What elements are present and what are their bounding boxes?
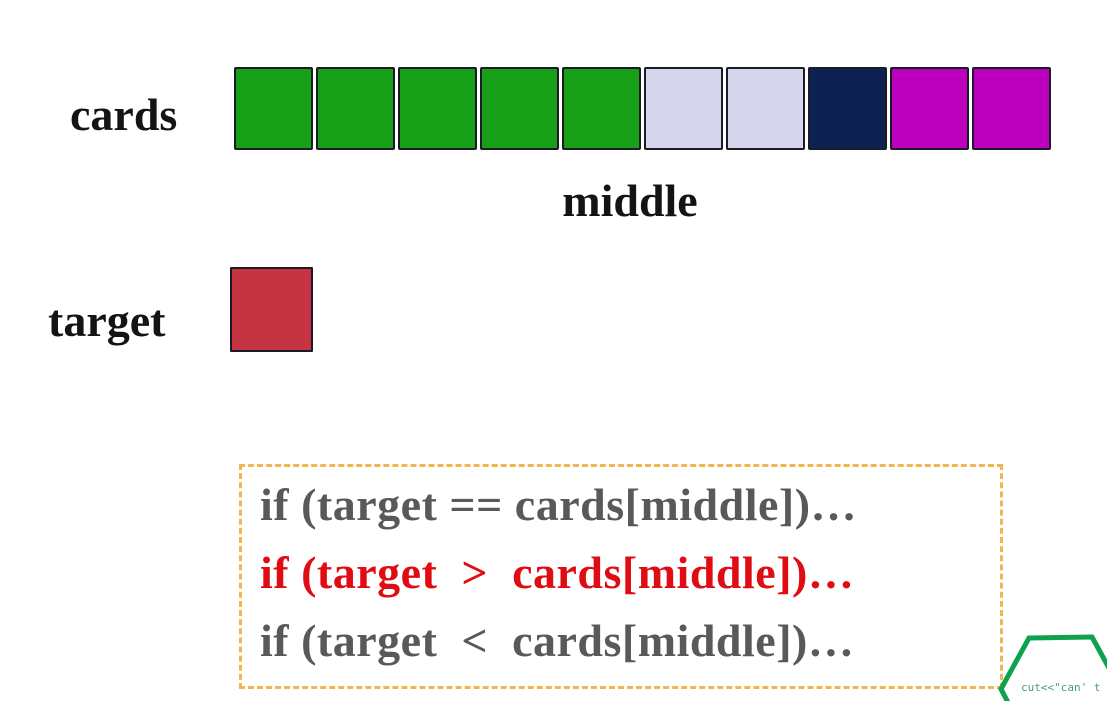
card-square-4 [562, 67, 641, 150]
code-box: if (target == cards[middle])… if (target… [239, 464, 1003, 689]
card-square-3 [480, 67, 559, 150]
card-square-7 [808, 67, 887, 150]
cards-array-label: cards [70, 89, 178, 140]
target-square [230, 267, 313, 352]
code-line-greater: if (target > cards[middle])… [260, 547, 855, 598]
cards-row [234, 67, 1051, 150]
code-line-equal: if (target == cards[middle])… [260, 479, 858, 530]
flowchart-hexagon-icon [998, 634, 1107, 701]
card-square-1 [316, 67, 395, 150]
middle-label: middle [562, 175, 698, 226]
target-label: target [48, 295, 166, 346]
card-square-6 [726, 67, 805, 150]
hexagon-shape [998, 634, 1107, 701]
card-square-5 [644, 67, 723, 150]
card-square-2 [398, 67, 477, 150]
card-square-0 [234, 67, 313, 150]
hexagon-code-text: cut<<"can' t [1021, 681, 1101, 694]
code-line-less: if (target < cards[middle])… [260, 615, 855, 666]
card-square-8 [890, 67, 969, 150]
card-square-9 [972, 67, 1051, 150]
